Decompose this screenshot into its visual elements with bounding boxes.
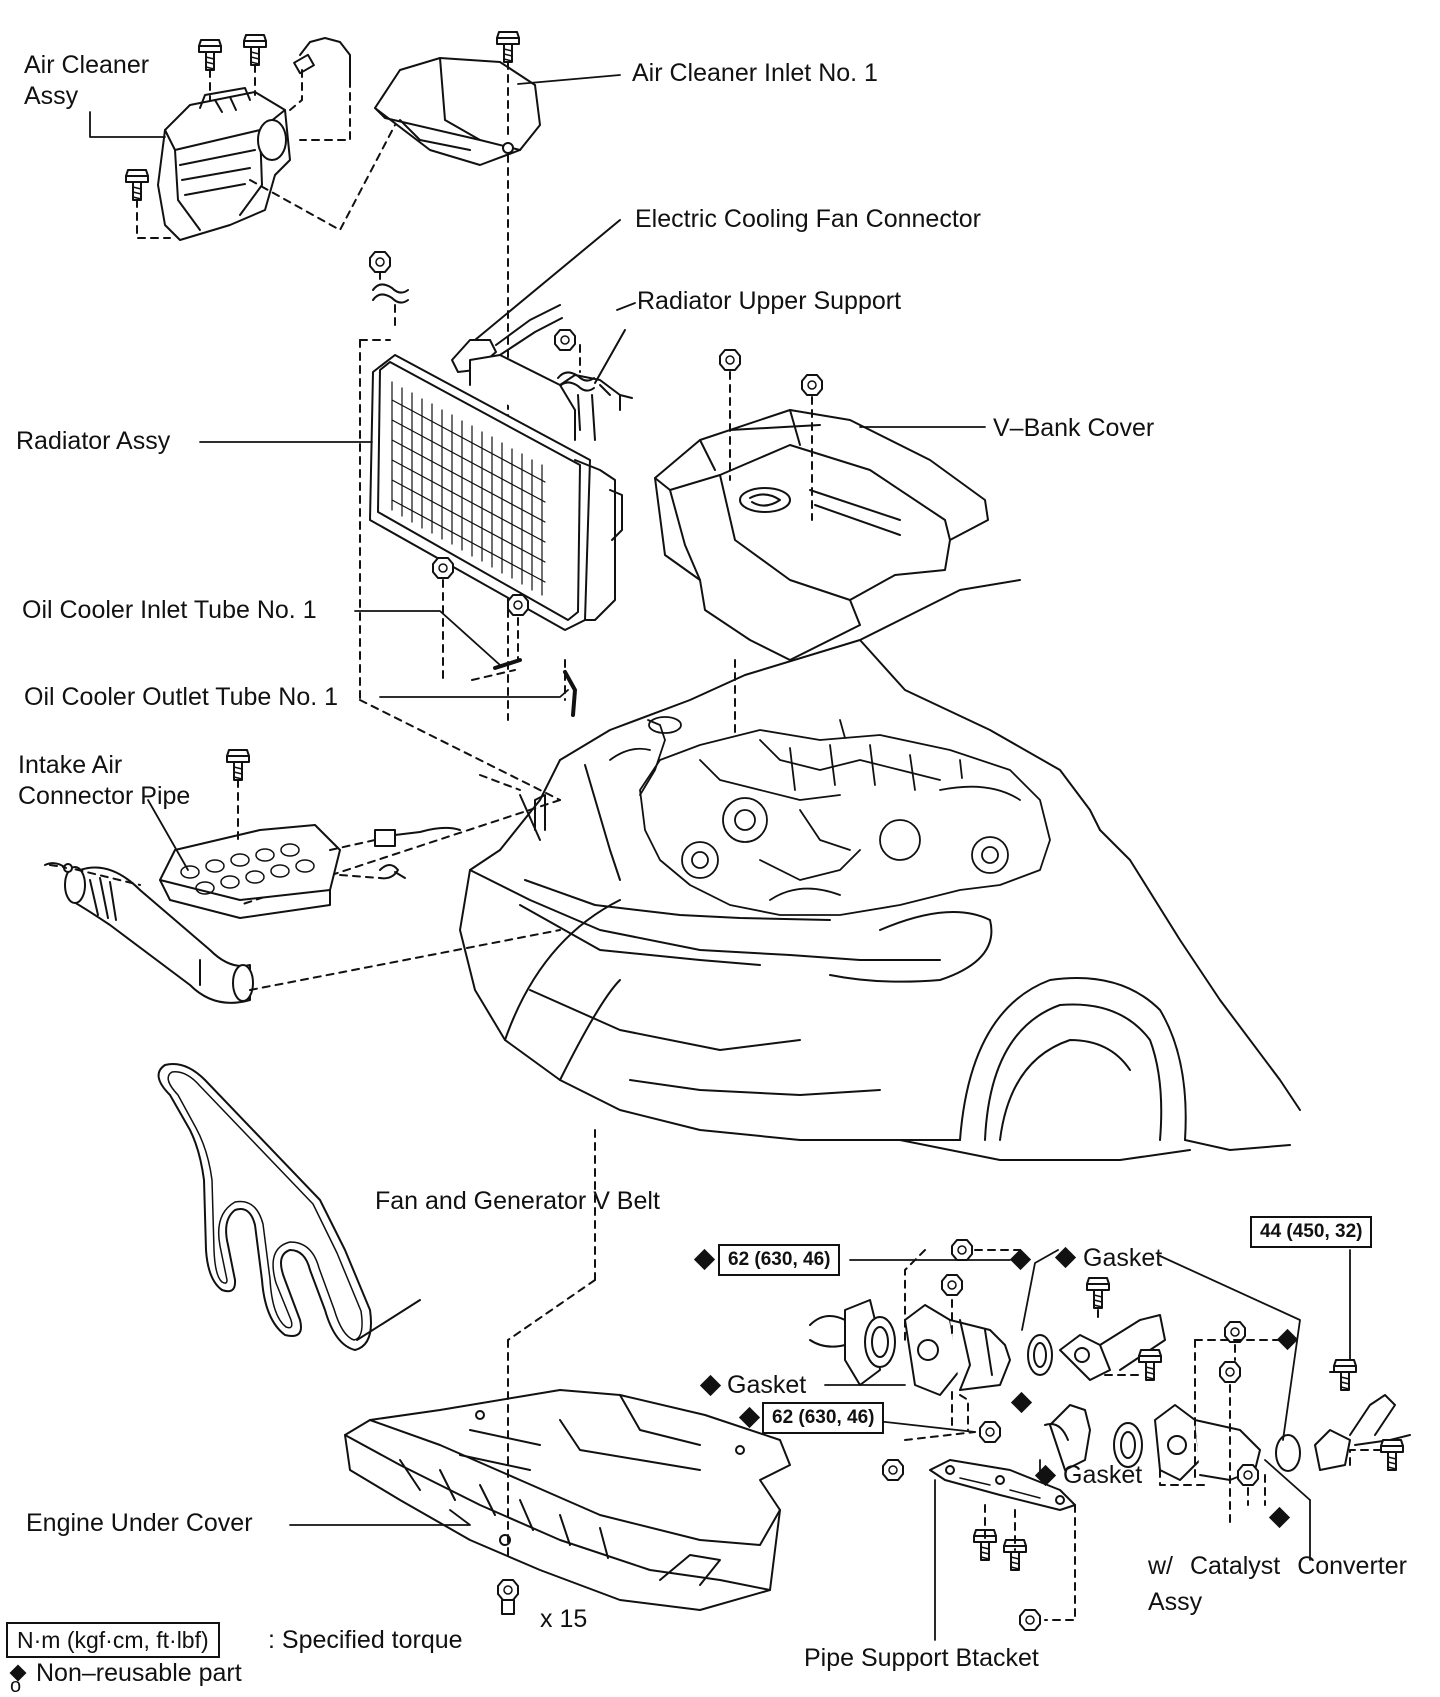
- engine-under-cover-drawing: [345, 1390, 790, 1610]
- air-cleaner-inlet-drawing: [375, 58, 540, 165]
- legend-torque-unit-box: N·m (kgf·cm, ft·lbf): [6, 1622, 220, 1658]
- torque-box-3: 44 (450, 32): [1250, 1216, 1373, 1248]
- label-catalyst-converter: w/ Catalyst Converter Assy: [1148, 1552, 1407, 1616]
- v-belt-drawing: [159, 1064, 371, 1350]
- label-gasket-2: Gasket: [727, 1371, 807, 1399]
- label-air-cleaner-inlet: Air Cleaner Inlet No. 1: [632, 59, 878, 87]
- pipe-support-bracket-drawing: [930, 1460, 1075, 1510]
- torque-box-1: 62 (630, 46): [718, 1244, 841, 1276]
- label-oil-cooler-inlet-tube: Oil Cooler Inlet Tube No. 1: [22, 596, 317, 624]
- label-v-bank-cover: V–Bank Cover: [993, 414, 1155, 442]
- v-bank-cover-drawing: [655, 410, 988, 660]
- car-body-drawing: [460, 580, 1300, 1160]
- leader-lines: [90, 75, 1350, 1640]
- intake-air-connector-pipe-drawing: [65, 825, 340, 1003]
- legend-torque-desc: : Specified torque: [268, 1626, 463, 1654]
- exhaust-front-drawing: [810, 1300, 1165, 1395]
- engine-drawing: [610, 717, 1050, 915]
- label-gasket-1: Gasket: [1083, 1244, 1163, 1272]
- label-pipe-support-bracket: Pipe Support Btacket: [804, 1644, 1039, 1672]
- radiator-assy-drawing: [370, 355, 632, 630]
- label-intake-air-connector-pipe: Intake Air Connector Pipe: [18, 751, 191, 810]
- label-air-cleaner-assy: Air Cleaner Assy: [24, 51, 150, 110]
- label-bolt-count: x 15: [540, 1605, 588, 1633]
- label-radiator-assy: Radiator Assy: [16, 427, 171, 455]
- label-oil-cooler-outlet-tube: Oil Cooler Outlet Tube No. 1: [24, 683, 339, 711]
- torque-box-2: 62 (630, 46): [762, 1402, 885, 1434]
- label-radiator-upper-support: Radiator Upper Support: [637, 287, 902, 315]
- air-cleaner-assy-drawing: [158, 88, 290, 240]
- fan-connector-drawing: [452, 305, 562, 372]
- legend-non-reusable: Non–reusable part: [36, 1659, 242, 1687]
- label-fan-generator-v-belt: Fan and Generator V Belt: [375, 1187, 660, 1215]
- label-engine-under-cover: Engine Under Cover: [26, 1509, 253, 1537]
- label-electric-cooling-fan-connector: Electric Cooling Fan Connector: [635, 205, 981, 233]
- legend-stray-mark: o: [10, 1675, 22, 1697]
- label-gasket-3: Gasket: [1063, 1461, 1143, 1489]
